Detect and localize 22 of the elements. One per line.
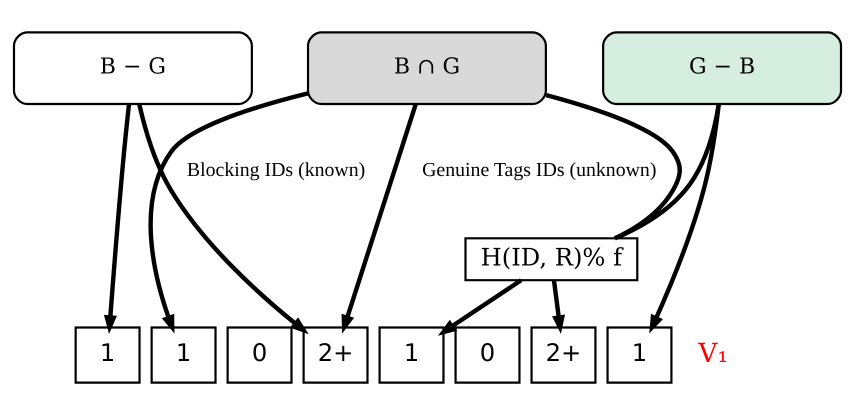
label: V₁ <box>698 337 728 368</box>
node-box: 0 <box>226 326 292 384</box>
arrow <box>437 278 522 336</box>
node-box: 2+ <box>530 326 596 384</box>
node-box: 2+ <box>302 326 368 384</box>
node-box: B ∩ G <box>306 30 546 105</box>
connector <box>614 103 720 240</box>
arrow <box>648 104 720 334</box>
node-box: 1 <box>378 326 444 384</box>
connector <box>545 92 682 240</box>
arrow <box>551 279 565 334</box>
node-box: G − B <box>602 30 842 105</box>
arrow <box>341 103 418 334</box>
node-box: H(ID, R)% f <box>464 236 638 281</box>
arrow <box>103 103 131 334</box>
label: Blocking IDs (known) <box>186 158 365 181</box>
label: Genuine Tags IDs (unknown) <box>422 158 656 181</box>
node-box: B − G <box>12 30 252 105</box>
node-box: 1 <box>606 326 672 384</box>
node-box: 1 <box>150 326 216 384</box>
node-box: 1 <box>74 326 140 384</box>
node-box: 0 <box>454 326 520 384</box>
